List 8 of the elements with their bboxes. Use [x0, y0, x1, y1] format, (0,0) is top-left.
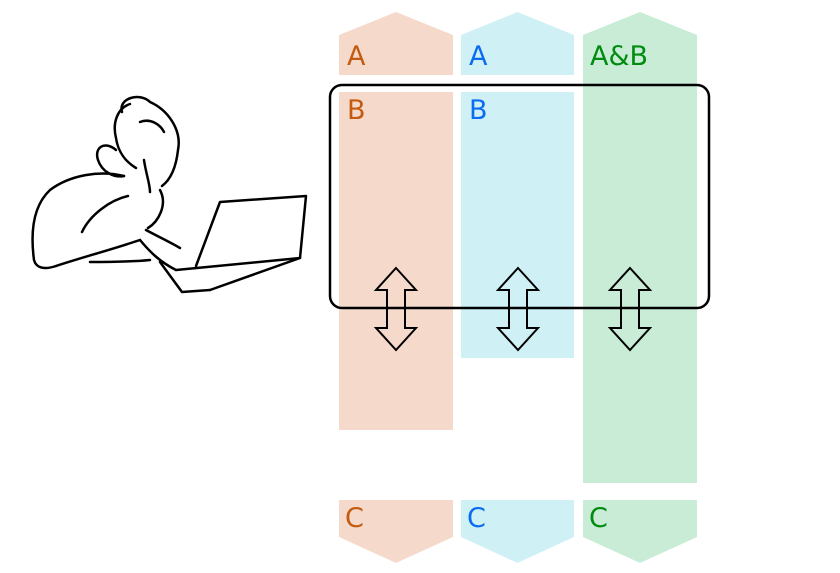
band-letter: A [469, 42, 488, 72]
band-letter: A&B [590, 42, 648, 72]
band-letter: C [345, 504, 364, 534]
band-letter: C [467, 504, 486, 534]
band-letter: A [347, 42, 366, 72]
band-letter: B [347, 96, 366, 126]
band-letter: C [589, 504, 608, 534]
band-letter: B [469, 96, 488, 126]
